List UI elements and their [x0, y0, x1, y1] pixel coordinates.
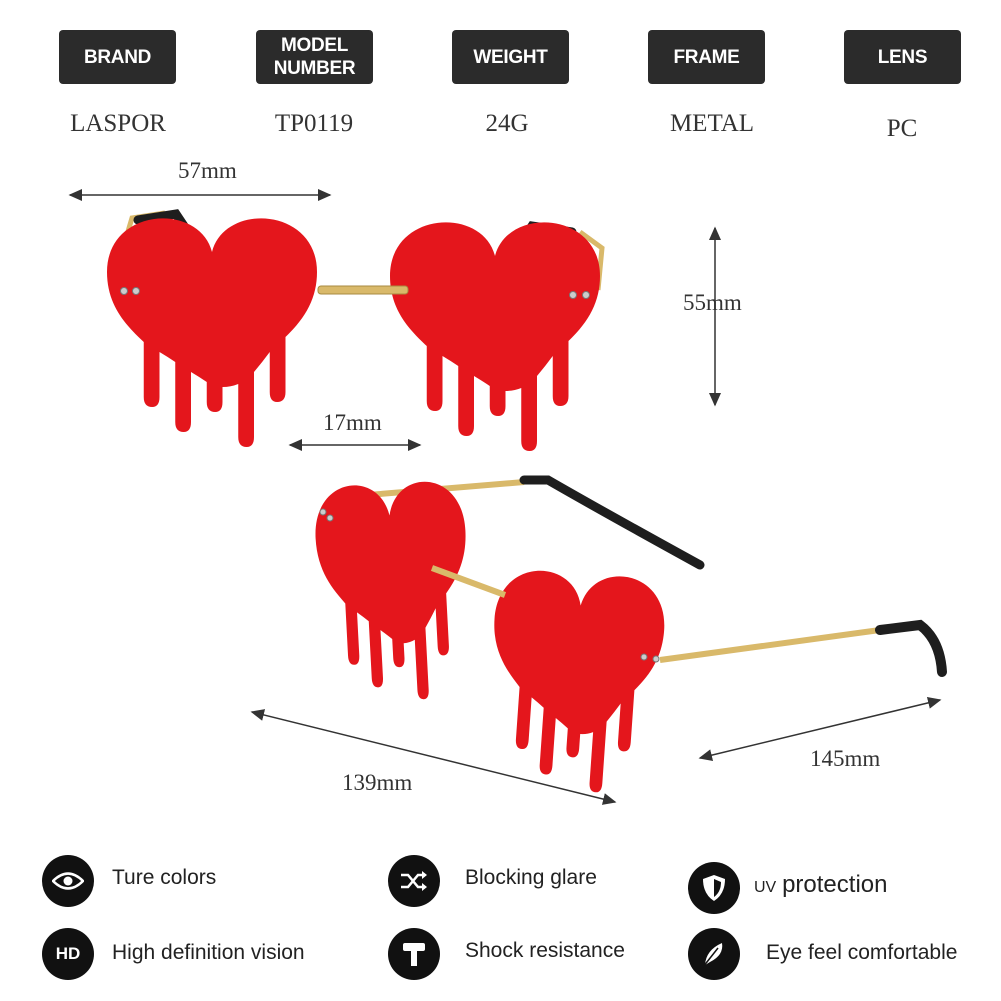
- temple-arm: [367, 479, 525, 498]
- spec-value-brand: LASPOR: [70, 110, 166, 137]
- temple-tip: [519, 475, 705, 570]
- feather-icon: [688, 928, 740, 980]
- spec-label-text: FRAME: [673, 46, 740, 68]
- left-heart-lens: [107, 218, 318, 447]
- front-view-glasses: [107, 209, 605, 451]
- spec-value-model-number: TP0119: [274, 110, 354, 137]
- feature-uv-large: protection: [782, 871, 888, 898]
- angled-view-glasses: [312, 475, 947, 797]
- back-heart-lens: [312, 479, 475, 705]
- feature-true-colors: Ture colors: [112, 866, 217, 889]
- spec-label-text: LENS: [877, 46, 928, 68]
- lens-height-label: 55mm: [683, 290, 742, 315]
- lens-width-label: 57mm: [178, 158, 237, 183]
- spec-label-text: NUMBER: [273, 58, 356, 79]
- bridge-bar: [430, 565, 507, 598]
- hd-icon: HD: [42, 928, 94, 980]
- spec-label-brand: BRAND: [59, 30, 176, 84]
- shield-icon: [688, 862, 740, 914]
- spec-label-text: BRAND: [83, 46, 152, 68]
- spec-label-text: MODEL: [280, 35, 349, 56]
- spec-label-text: WEIGHT: [473, 46, 548, 68]
- shuffle-icon: [388, 855, 440, 907]
- bridge-label: 17mm: [323, 410, 382, 435]
- spec-label-model-number: MODEL NUMBER: [256, 30, 373, 84]
- frame-width-arrow: [250, 709, 617, 805]
- spec-label-lens: LENS: [844, 30, 961, 84]
- feature-eye-comfortable: Eye feel comfortable: [766, 941, 958, 964]
- bridge-bar: [317, 285, 409, 295]
- spec-value-frame: METAL: [669, 110, 755, 137]
- hd-icon-text: HD: [55, 944, 81, 963]
- spec-value-weight: 24G: [485, 110, 529, 137]
- hammer-icon: [388, 928, 440, 980]
- temple-tip: [875, 619, 947, 677]
- temple-length-label: 145mm: [810, 746, 881, 771]
- front-heart-lens: [482, 567, 668, 797]
- right-heart-lens: [390, 222, 600, 451]
- temple-length-arrow: [698, 696, 942, 762]
- spec-value-lens: PC: [886, 115, 918, 142]
- eye-icon: [42, 855, 94, 907]
- spec-label-weight: WEIGHT: [452, 30, 569, 84]
- spec-label-frame: FRAME: [648, 30, 765, 84]
- feature-high-definition: High definition vision: [112, 941, 305, 964]
- temple-arm: [659, 627, 881, 663]
- feature-shock-resistance: Shock resistance: [465, 939, 625, 962]
- feature-uv-protection: UV protection: [754, 871, 887, 899]
- frame-width-label: 139mm: [342, 770, 413, 795]
- feature-uv-small: UV: [754, 879, 777, 896]
- feature-blocking-glare: Blocking glare: [465, 866, 597, 889]
